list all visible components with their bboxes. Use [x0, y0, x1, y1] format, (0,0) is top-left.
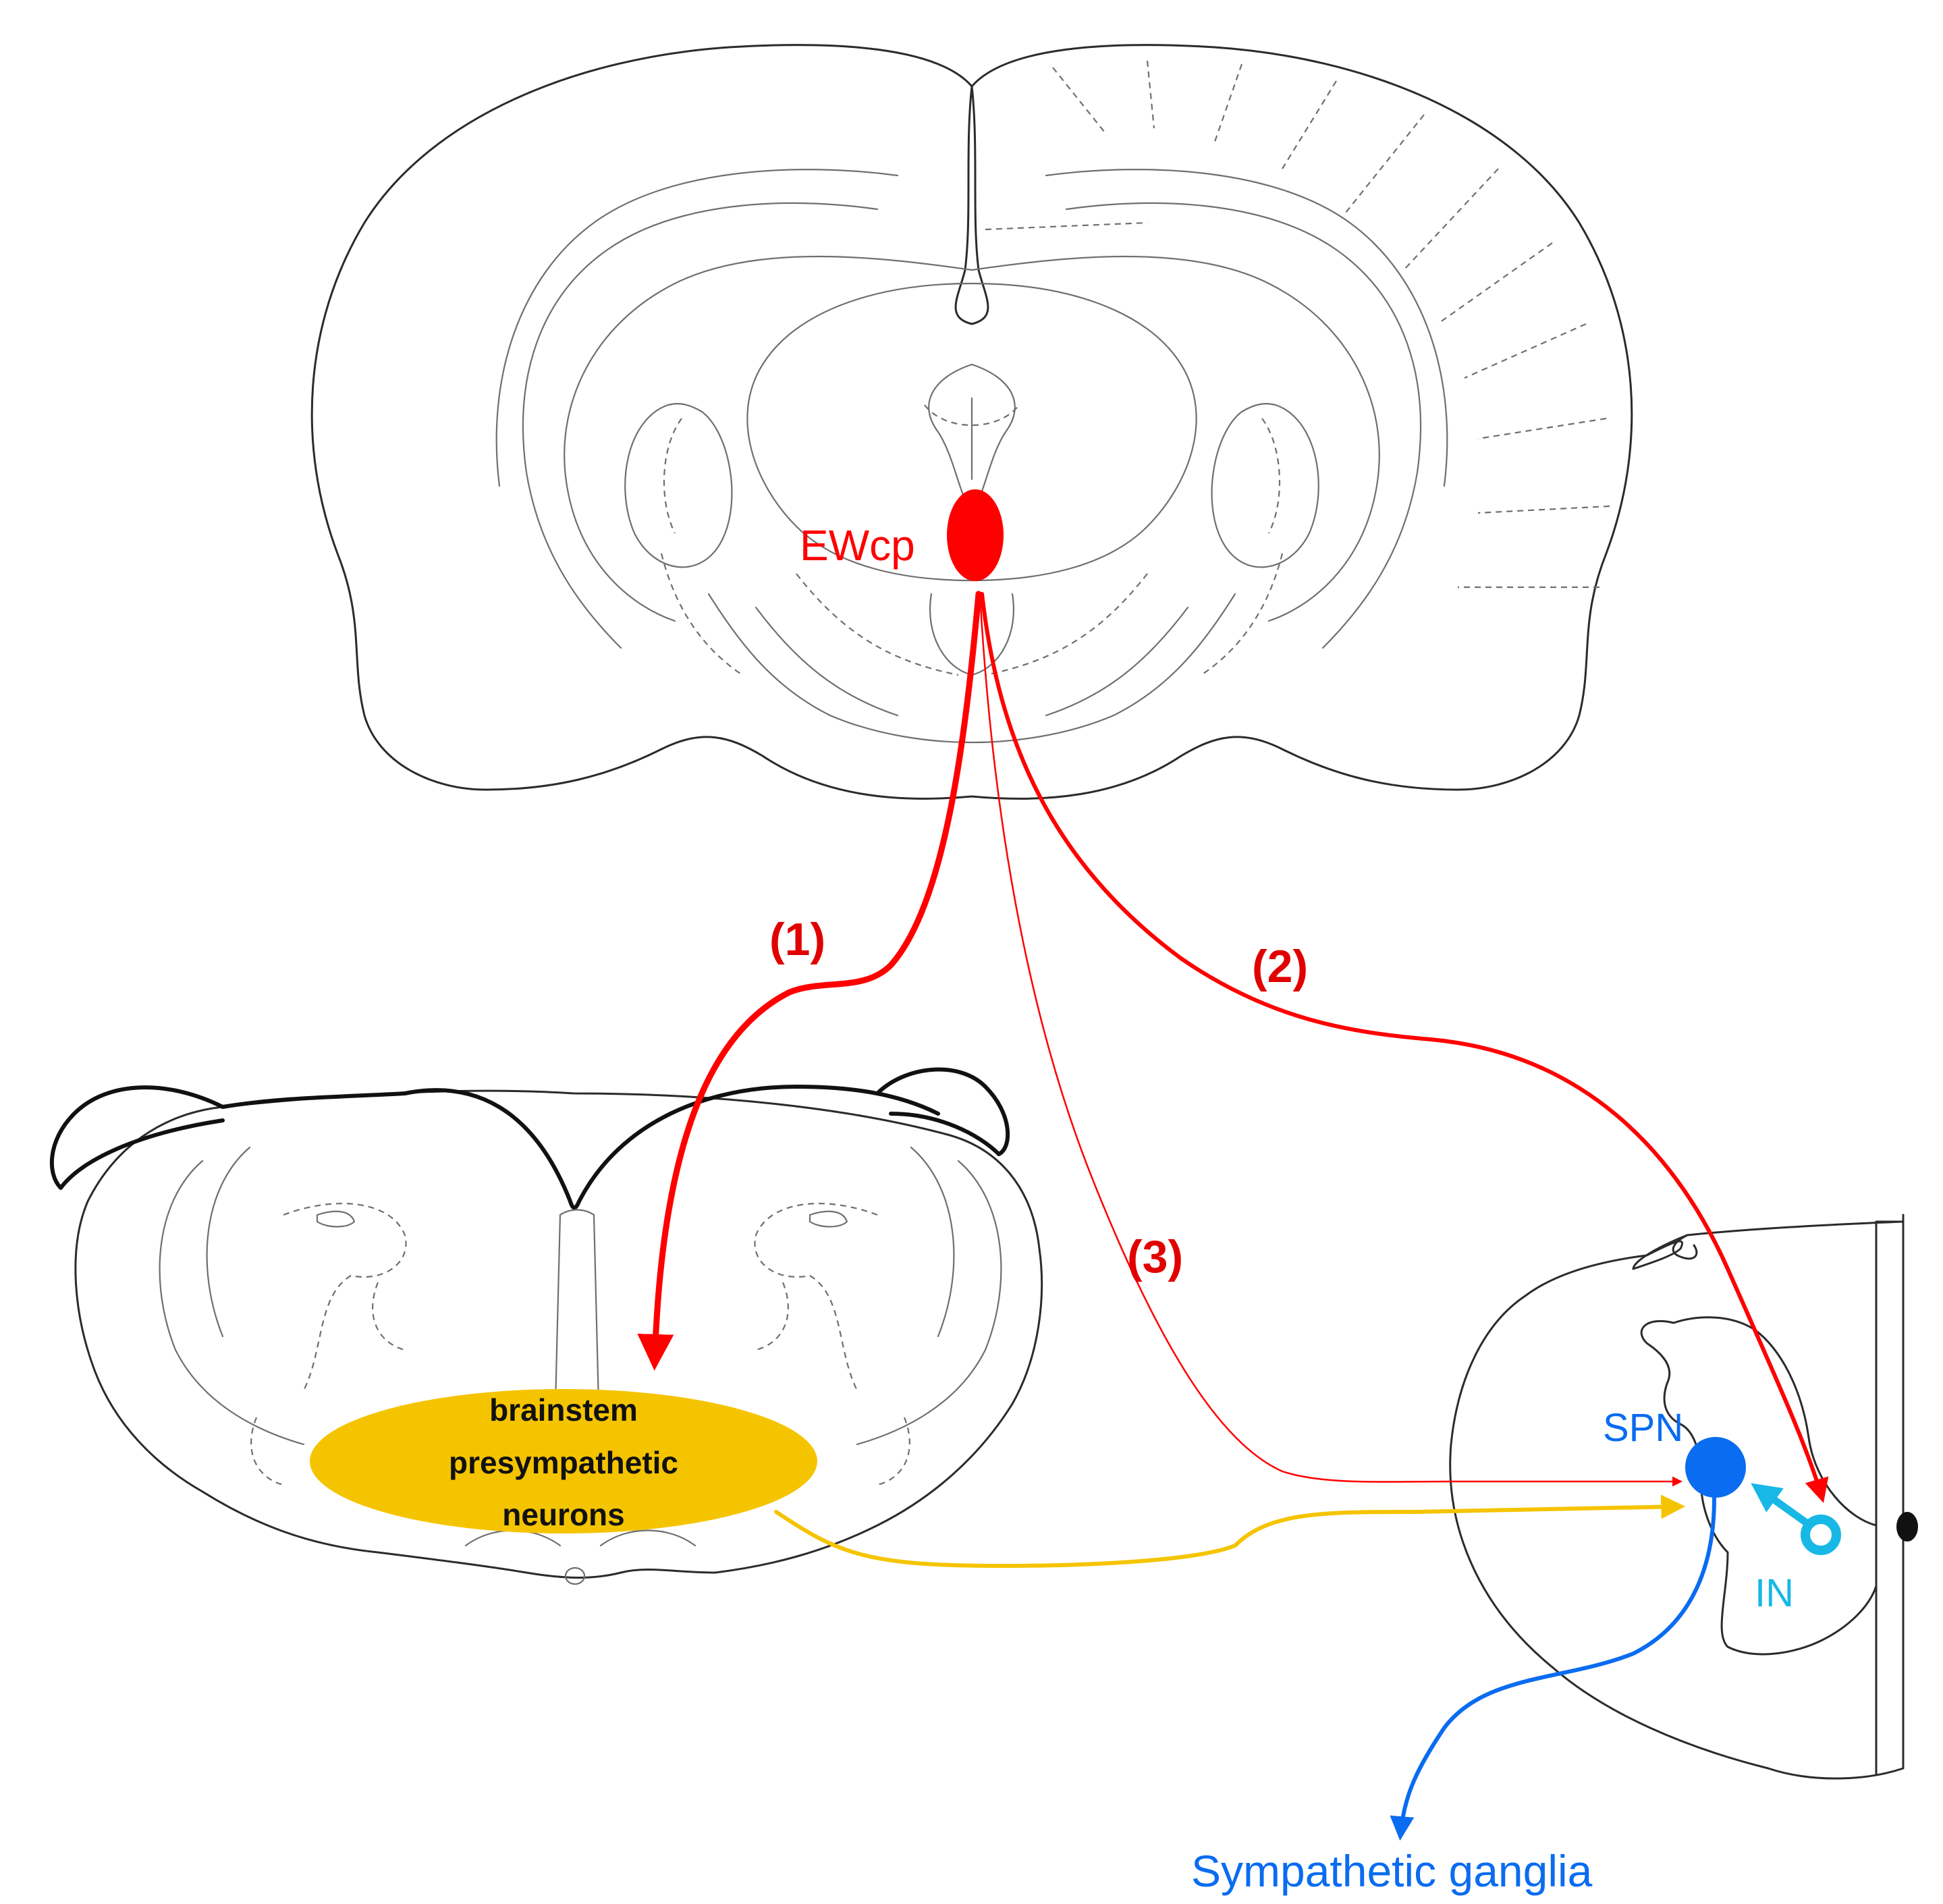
pathway-2-arrow	[980, 592, 1829, 1503]
brainstem-label-line1: brainstem	[489, 1392, 638, 1427]
in-neuron	[1801, 1515, 1841, 1555]
pathway-1-arrow	[637, 591, 982, 1371]
brainstem-label-line2: presympathetic	[449, 1445, 678, 1480]
spn-to-ganglia-arrow	[1390, 1496, 1716, 1841]
pathway-3-arrow	[979, 593, 1682, 1487]
presympathetic-to-spn-arrow	[774, 1494, 1686, 1569]
in-to-spn-arrow	[1751, 1483, 1814, 1529]
spn-label: SPN	[1603, 1406, 1683, 1450]
sympathetic-ganglia-label: Sympathetic ganglia	[1191, 1846, 1593, 1896]
brainstem-presympathetic-neurons	[310, 1389, 817, 1533]
ewcp-nucleus	[947, 489, 1004, 581]
pathway-3-label: (3)	[1127, 1231, 1183, 1282]
spn-neuron	[1685, 1437, 1746, 1498]
in-label: IN	[1755, 1571, 1794, 1615]
central-canal	[1896, 1512, 1918, 1542]
pathway-1-label: (1)	[769, 914, 825, 965]
ewcp-label: EWcp	[800, 521, 915, 570]
pathway-2-label: (2)	[1252, 941, 1308, 992]
brainstem-label-line3: neurons	[502, 1497, 624, 1532]
spinal-cord-section	[1449, 1214, 1918, 1780]
coronal-brain-section	[310, 44, 1633, 800]
